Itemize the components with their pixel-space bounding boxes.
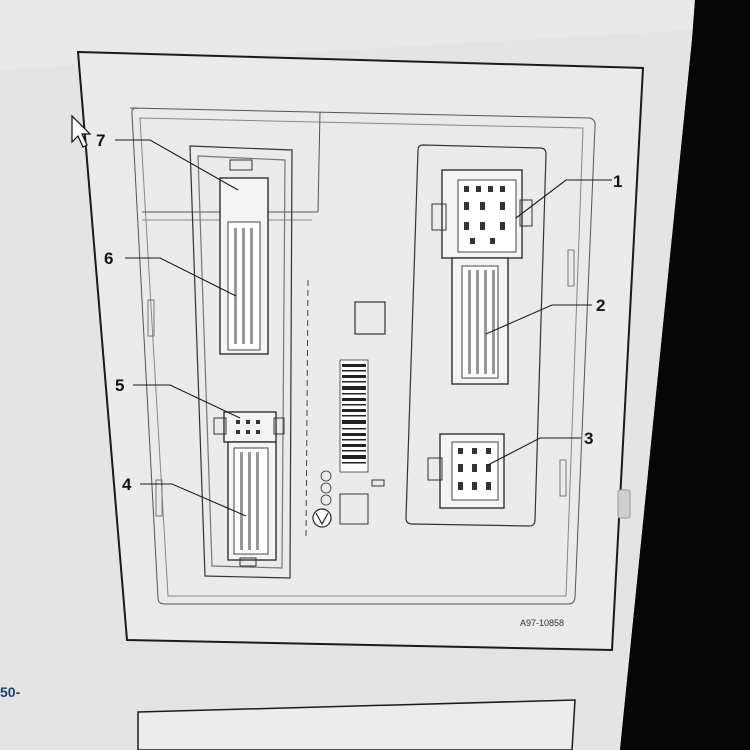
connector-2 [451, 257, 509, 385]
page-text-fragment: 50- [0, 684, 21, 700]
figure-frame [76, 50, 645, 652]
callout-7: 7 [96, 131, 105, 150]
connector-6 [219, 177, 269, 355]
callout-3: 3 [584, 429, 593, 448]
callout-2: 2 [596, 296, 605, 315]
figure-id: A97-10858 [520, 618, 564, 628]
connector-5 [213, 411, 285, 443]
callout-5: 5 [115, 376, 124, 395]
connector-3 [427, 433, 505, 509]
scroll-handle[interactable] [617, 489, 631, 519]
callout-4: 4 [122, 475, 132, 494]
right-connector-bay [405, 144, 547, 527]
connector-1 [431, 169, 533, 259]
left-connector-bay [189, 145, 293, 579]
housing-tabs [147, 249, 575, 517]
leader-lines [115, 139, 612, 517]
paper-glare [0, 0, 695, 70]
mouse-cursor-icon [71, 114, 92, 148]
next-figure-frame [137, 699, 576, 750]
monitor-bezel [620, 0, 750, 750]
connector-4 [227, 441, 277, 567]
callout-1: 1 [613, 172, 622, 191]
callout-6: 6 [104, 249, 113, 268]
center-label-area [305, 279, 386, 541]
